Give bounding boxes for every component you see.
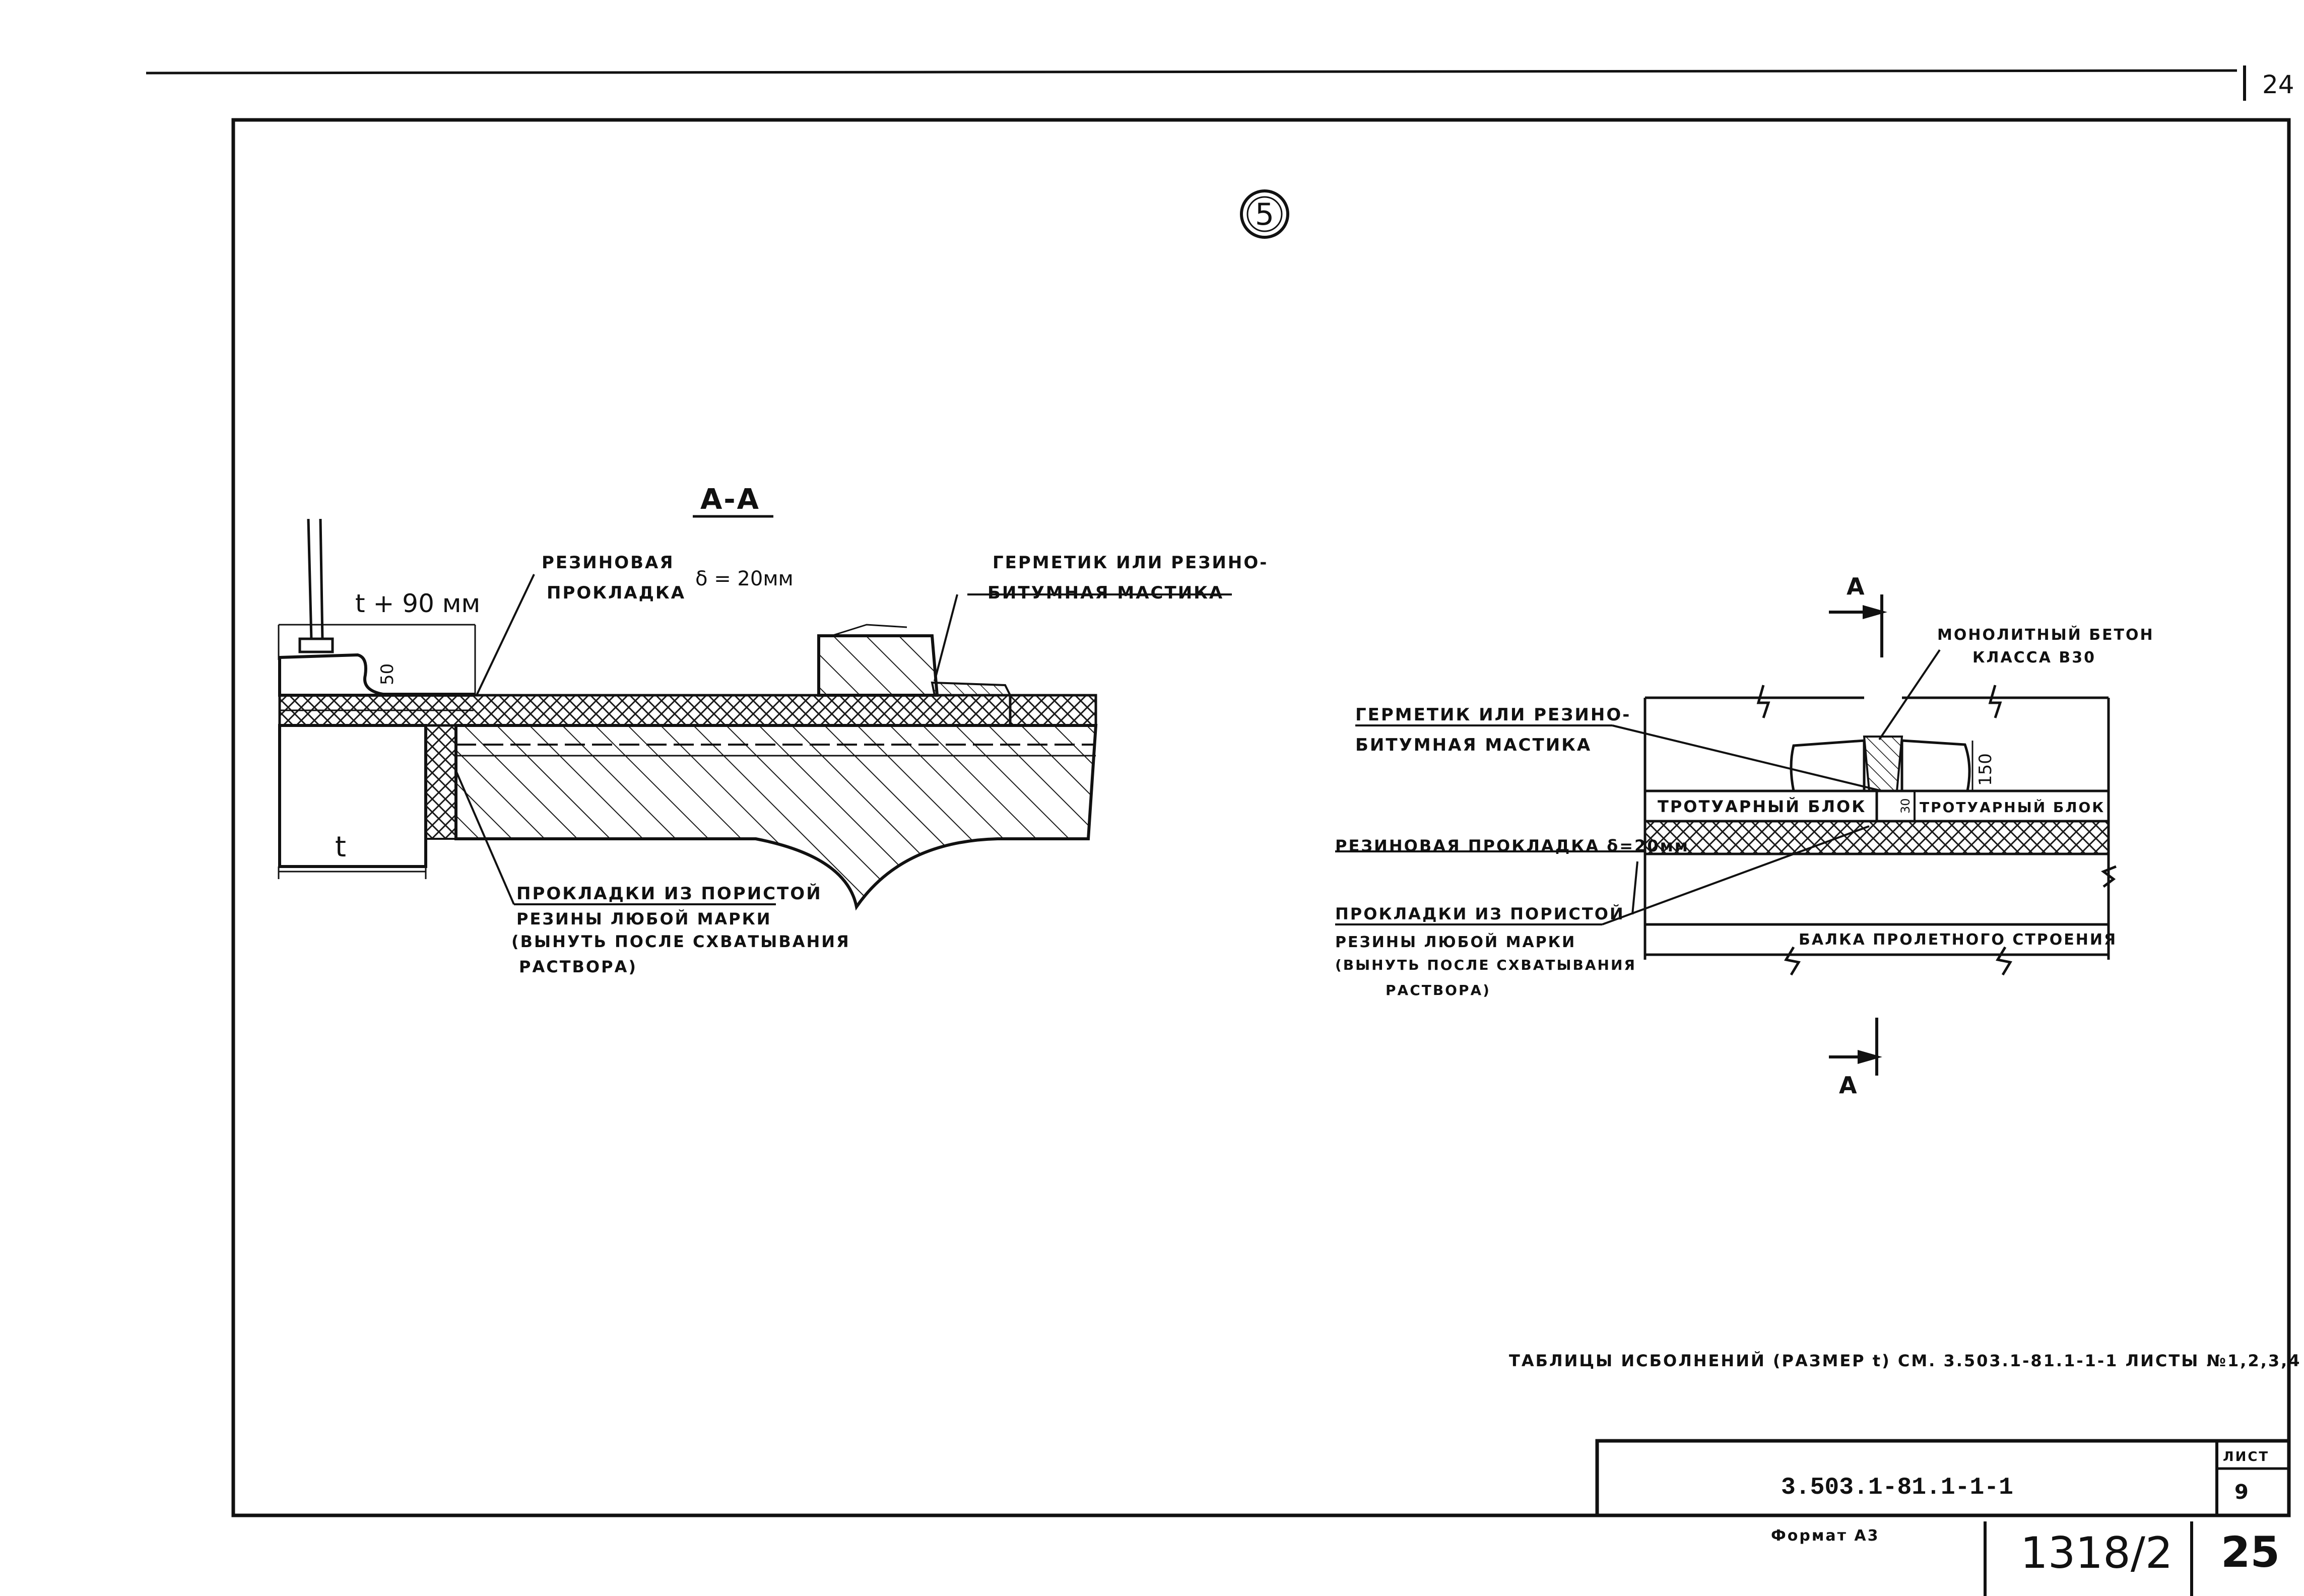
dim-top	[278, 624, 476, 695]
plan-porous-label-3: (ВЫНУТЬ ПОСЛЕ СХВАТЫВАНИЯ	[1335, 957, 1636, 973]
left-void-block	[278, 724, 427, 868]
dim-50: 50	[377, 663, 398, 685]
detail-number-marker: 5	[1240, 189, 1289, 239]
sheet-number: 9	[2234, 1481, 2250, 1504]
railing-post	[298, 518, 334, 653]
dim-top-label: t + 90 мм	[355, 589, 480, 618]
sealant-joint	[1863, 736, 1903, 792]
section-mark-top: А	[1847, 573, 1866, 600]
format-label: Формат А3	[1771, 1527, 1880, 1545]
block-left-label: ТРОТУАРНЫЙ БЛОК	[1658, 797, 1866, 816]
archive-stamp	[1984, 1521, 2193, 1596]
title-block: 3.503.1-81.1-1-1 ЛИСТ 9	[1595, 1439, 2291, 1517]
sealant-label-1: ГЕРМЕТИК ИЛИ РЕЗИНО-	[993, 553, 1268, 573]
sidewalk-block	[278, 653, 475, 697]
concrete-label-2: КЛАССА В30	[1972, 649, 2096, 667]
plan-beam	[1643, 854, 2117, 976]
porous-label-2: РЕЗИНЫ ЛЮБОЙ МАРКИ	[516, 909, 772, 928]
plan-sealant-label-1: ГЕРМЕТИК ИЛИ РЕЗИНО-	[1355, 705, 1631, 725]
section-mark-bottom: А	[1839, 1072, 1859, 1099]
plan-view: А А 150 ТРОТУАРНЫЙ БЛОК ТРОТУА	[1335, 573, 2154, 1099]
gasket-label-1: РЕЗИНОВАЯ	[542, 553, 675, 573]
table-reference-note: ТАБЛИЦЫ ИСБОЛНЕНИЙ (РАЗМЕР t) СМ. 3.503.…	[1509, 1351, 2301, 1370]
plan-dim-30: 30	[1898, 798, 1913, 814]
gasket-label-2: ПРОКЛАДКА	[547, 583, 686, 603]
section-cut-top	[1829, 594, 1887, 657]
porous-label-1: ПРОКЛАДКИ ИЗ ПОРИСТОЙ	[516, 883, 822, 904]
gasket-thickness: δ = 20мм	[695, 567, 794, 590]
detail-number: 5	[1255, 197, 1274, 232]
section-title: А-А	[700, 483, 760, 516]
sheet-frame	[146, 65, 2291, 1517]
page-number: 25	[2221, 1527, 2280, 1577]
plan-porous-label-2: РЕЗИНЫ ЛЮБОЙ МАРКИ	[1335, 933, 1576, 951]
drawing-code: 3.503.1-81.1-1-1	[1781, 1474, 2013, 1501]
plan-porous-label-1: ПРОКЛАДКИ ИЗ ПОРИСТОЙ	[1335, 904, 1625, 923]
dim-bottom-label: t	[335, 831, 346, 863]
section-cut-bottom	[1829, 1018, 1882, 1076]
plan-porous-label-4: РАСТВОРА)	[1386, 982, 1491, 999]
plan-sealant-label-2: БИТУМНАЯ МАСТИКА	[1355, 735, 1592, 755]
porous-label-4: РАСТВОРА)	[519, 957, 637, 976]
block-right-label: ТРОТУАРНЫЙ БЛОК	[1920, 799, 2105, 816]
plan-dim-150: 150	[1976, 753, 1996, 786]
porous-label-3: (ВЫНУТЬ ПОСЛЕ СХВАТЫВАНИЯ	[511, 932, 850, 951]
sealant-wedge	[817, 634, 939, 697]
top-right-mark: 24	[2262, 70, 2294, 99]
plan-gasket-label: РЕЗИНОВАЯ ПРОКЛАДКА δ=20мм	[1335, 836, 1689, 855]
sealant-label-2: БИТУМНАЯ МАСТИКА	[988, 583, 1224, 603]
plan-gasket-layer	[1643, 820, 2110, 855]
inventory-number: 1318/2	[2020, 1528, 2173, 1578]
beam-section	[454, 724, 1098, 911]
sheet-label: ЛИСТ	[2223, 1449, 2269, 1465]
beam-label: БАЛКА ПРОЛЕТНОГО СТРОЕНИЯ	[1799, 931, 2117, 949]
concrete-label-1: МОНОЛИТНЫЙ БЕТОН	[1937, 626, 2154, 644]
porous-gasket-strip	[425, 724, 457, 840]
section-view: А-А t + 90 мм 50 30	[278, 483, 1268, 976]
rubber-gasket-layer	[278, 694, 1097, 727]
